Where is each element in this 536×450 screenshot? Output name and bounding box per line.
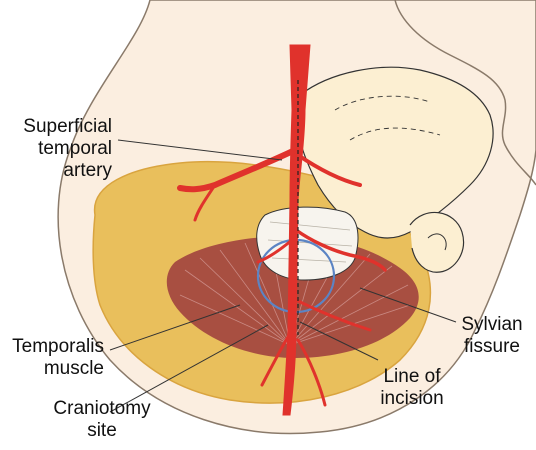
label-sylvian-fissure: Sylvian fissure [452, 314, 532, 358]
label-line-of-incision: Line of incision [372, 366, 452, 410]
label-craniotomy-site: Craniotomy site [42, 398, 162, 442]
exposed-dura [257, 207, 358, 280]
label-temporalis-muscle: Temporalis muscle [0, 336, 104, 380]
label-superficial-temporal-artery: Superficial temporal artery [0, 116, 112, 182]
